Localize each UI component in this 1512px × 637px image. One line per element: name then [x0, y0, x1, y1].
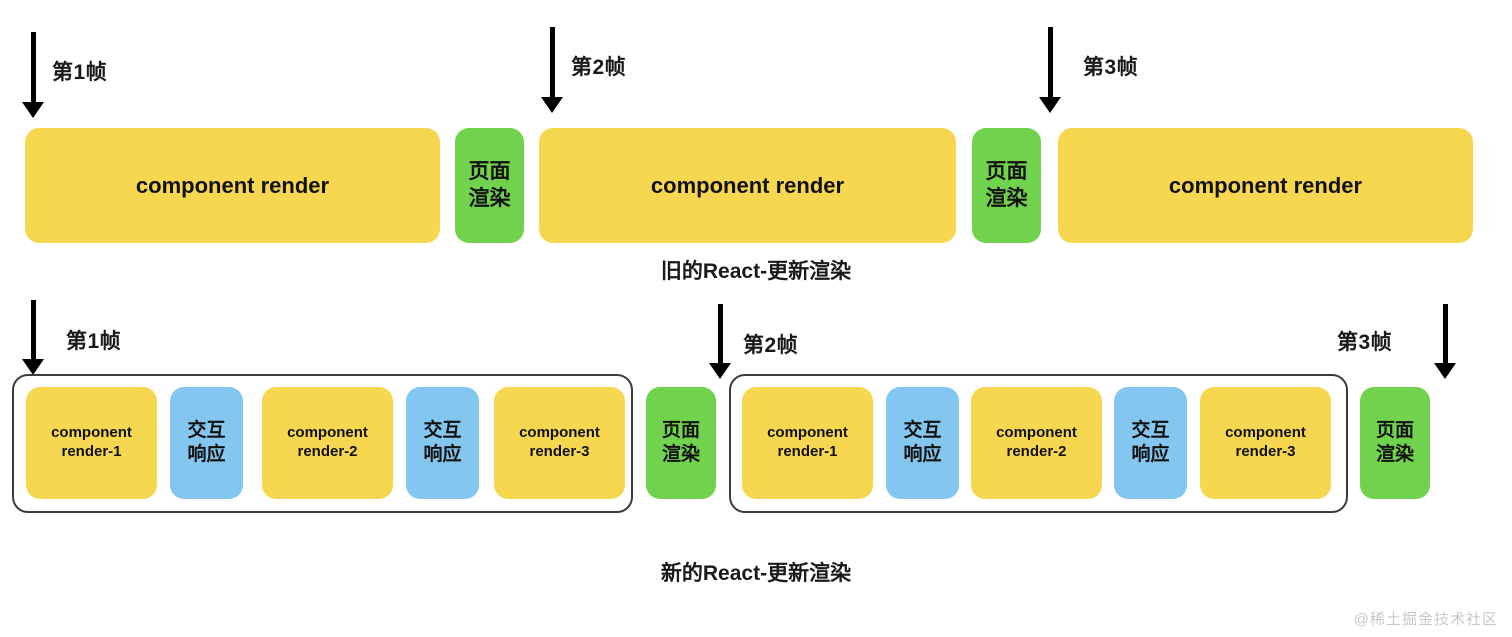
arrow-shaft	[549, 27, 555, 98]
frame-label-old-2: 第2帧	[571, 56, 627, 79]
arrow-shaft	[30, 32, 36, 103]
frame-arrow-new-3	[1432, 304, 1458, 379]
arrow-shaft	[30, 300, 36, 360]
frame-label-new-1: 第1帧	[66, 330, 122, 353]
frame-label-old-1: 第1帧	[52, 61, 108, 84]
caption-new-react: 新的React-更新渲染	[660, 562, 852, 585]
frame-label-new-2: 第2帧	[743, 334, 799, 357]
frame-label-new-3: 第3帧	[1337, 331, 1393, 354]
frame-label-old-3: 第3帧	[1083, 56, 1139, 79]
new-frame-group-1	[12, 374, 633, 513]
frame-arrow-old-2	[539, 27, 565, 113]
arrow-head	[1434, 363, 1456, 379]
arrow-head	[541, 97, 563, 113]
new-g2-component-render-1: component render-1	[742, 387, 873, 499]
caption-old-react: 旧的React-更新渲染	[660, 260, 852, 283]
new-frame-group-2	[729, 374, 1348, 513]
old-block-component-render-3: component render	[1058, 128, 1473, 243]
arrow-shaft	[717, 304, 723, 364]
new-g2-component-render-3: component render-3	[1200, 387, 1331, 499]
new-g1-component-render-1: component render-1	[26, 387, 157, 499]
watermark: @稀土掘金技术社区	[1353, 611, 1498, 628]
new-page-paint-2: 页面 渲染	[1360, 387, 1430, 499]
arrow-head	[709, 363, 731, 379]
old-block-page-paint-1: 页面 渲染	[455, 128, 524, 243]
arrow-shaft	[1442, 304, 1448, 364]
arrow-shaft	[1047, 27, 1053, 98]
old-block-component-render-2: component render	[539, 128, 956, 243]
arrow-head	[22, 359, 44, 375]
frame-arrow-new-1	[20, 300, 46, 375]
frame-arrow-old-1	[20, 32, 46, 118]
new-g1-component-render-3: component render-3	[494, 387, 625, 499]
arrow-head	[1039, 97, 1061, 113]
old-block-page-paint-2: 页面 渲染	[972, 128, 1041, 243]
new-g1-interaction-response-1: 交互 响应	[170, 387, 243, 499]
frame-arrow-new-2	[707, 304, 733, 379]
new-g2-interaction-response-1: 交互 响应	[886, 387, 959, 499]
new-g1-component-render-2: component render-2	[262, 387, 393, 499]
new-g2-interaction-response-2: 交互 响应	[1114, 387, 1187, 499]
new-g2-component-render-2: component render-2	[971, 387, 1102, 499]
arrow-head	[22, 102, 44, 118]
new-page-paint-1: 页面 渲染	[646, 387, 716, 499]
frame-arrow-old-3	[1037, 27, 1063, 113]
old-block-component-render-1: component render	[25, 128, 440, 243]
new-g1-interaction-response-2: 交互 响应	[406, 387, 479, 499]
